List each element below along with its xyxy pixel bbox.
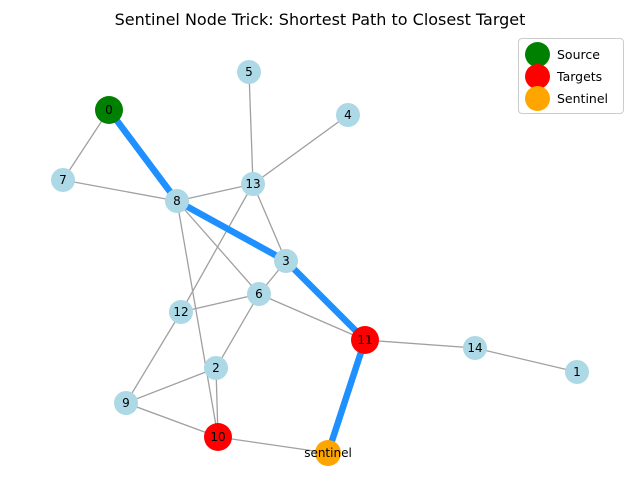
- edge-6-2: [215, 293, 260, 369]
- node-label-6: 6: [255, 287, 263, 301]
- edge-14-1: [474, 347, 578, 373]
- edge-8-10: [176, 200, 219, 438]
- legend: Source Targets Sentinel: [518, 38, 624, 114]
- legend-label-source: Source: [557, 46, 600, 62]
- edge-10-sentinel: [217, 436, 329, 454]
- sentinel-swatch-icon: [525, 85, 550, 111]
- node-14: [463, 336, 487, 360]
- edge-13-12: [180, 183, 254, 313]
- edge-0-8-highlighted: [105, 106, 181, 205]
- node-label-7: 7: [59, 173, 67, 187]
- node-9: [114, 391, 138, 415]
- node-6: [247, 282, 271, 306]
- edge-6-12: [180, 293, 260, 313]
- node-label-11: 11: [357, 333, 372, 347]
- node-label-12: 12: [173, 305, 188, 319]
- edge-7-8: [62, 179, 178, 202]
- node-11: [351, 326, 379, 354]
- legend-row-source: Source: [525, 41, 615, 67]
- node-label-14: 14: [467, 341, 482, 355]
- node-label-0: 0: [105, 103, 113, 117]
- edge-4-13: [252, 114, 349, 185]
- node-label-10: 10: [210, 430, 225, 444]
- node-7: [51, 168, 75, 192]
- legend-row-sentinel: Sentinel: [525, 85, 615, 111]
- edge-5-13: [248, 71, 254, 185]
- node-label-sentinel: sentinel: [304, 446, 352, 460]
- node-label-1: 1: [573, 365, 581, 379]
- edge-11-sentinel-highlighted: [324, 336, 369, 457]
- node-label-13: 13: [245, 177, 260, 191]
- edge-11-14: [364, 339, 476, 349]
- edge-3-11-highlighted: [282, 257, 369, 344]
- legend-label-targets: Targets: [557, 68, 603, 84]
- legend-label-sentinel: Sentinel: [557, 90, 609, 106]
- node-0: [95, 96, 123, 124]
- edge-8-6: [176, 200, 260, 295]
- node-label-9: 9: [122, 396, 130, 410]
- node-label-4: 4: [344, 108, 352, 122]
- node-sentinel: [315, 440, 341, 466]
- source-swatch-icon: [525, 41, 550, 67]
- node-12: [169, 300, 193, 324]
- node-label-5: 5: [245, 65, 253, 79]
- edge-9-10: [125, 402, 219, 438]
- node-label-2: 2: [212, 361, 220, 375]
- edge-8-13: [176, 183, 254, 202]
- figure-title: Sentinel Node Trick: Shortest Path to Cl…: [114, 10, 526, 29]
- node-10: [204, 423, 232, 451]
- node-label-3: 3: [282, 254, 290, 268]
- node-label-8: 8: [173, 194, 181, 208]
- edge-9-2: [125, 367, 217, 404]
- edge-8-3-highlighted: [173, 197, 290, 265]
- node-3: [274, 249, 298, 273]
- legend-row-targets: Targets: [525, 63, 615, 89]
- node-8: [165, 189, 189, 213]
- edge-13-3: [252, 183, 287, 262]
- edge-6-11: [258, 293, 366, 341]
- node-2: [204, 356, 228, 380]
- node-4: [336, 103, 360, 127]
- node-13: [241, 172, 265, 196]
- targets-swatch-icon: [525, 63, 550, 89]
- edge-12-9: [125, 311, 182, 404]
- node-1: [565, 360, 589, 384]
- node-5: [237, 60, 261, 84]
